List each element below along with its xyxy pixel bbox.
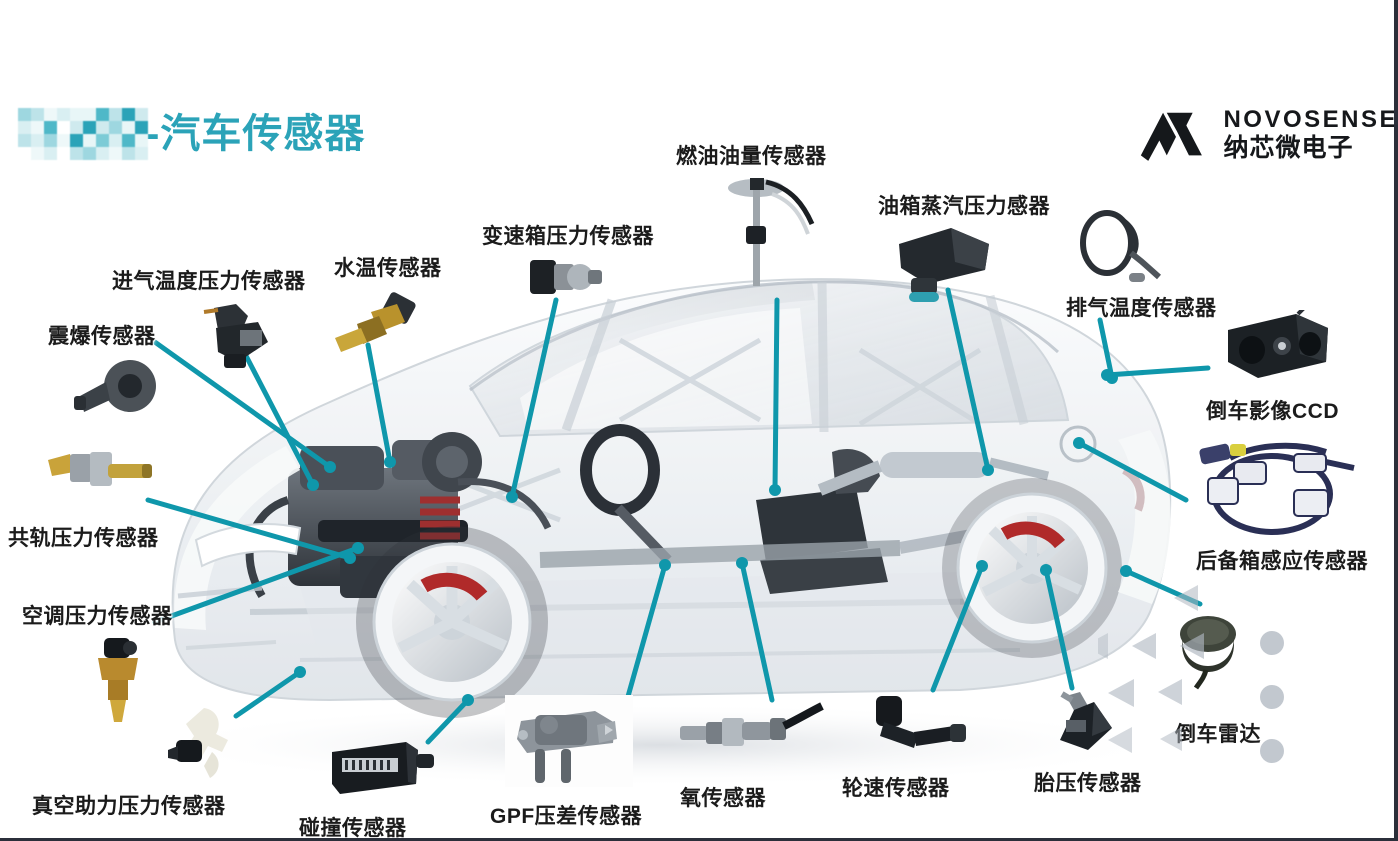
oxygen-sensor-icon (676, 700, 826, 760)
label-gearbox-pressure: 变速箱压力传感器 (482, 225, 654, 248)
intake-air-sensor-icon (196, 300, 284, 370)
rear-wheel (942, 478, 1122, 658)
right-edge-bar (1394, 0, 1398, 841)
label-tpms: 胎压传感器 (1034, 772, 1142, 795)
label-trunk-sensor: 后备箱感应传感器 (1196, 550, 1368, 573)
label-ac-pressure: 空调压力传感器 (22, 605, 173, 628)
fuel-level-sender-icon (726, 172, 822, 290)
label-knock-sensor: 震爆传感器 (48, 325, 156, 348)
coolant-temp-sensor-icon (327, 290, 419, 356)
label-vacuum-booster: 真空助力压力传感器 (32, 795, 226, 818)
label-crash-sensor: 碰撞传感器 (299, 817, 407, 840)
label-reversing-radar: 倒车雷达 (1175, 723, 1261, 746)
label-coolant-temp-sensor: 水温传感器 (334, 257, 442, 280)
crash-sensor-icon (330, 740, 438, 798)
label-common-rail-pressure: 共轨压力传感器 (8, 527, 159, 550)
label-gpf-diff-pressure: GPF压差传感器 (490, 805, 643, 828)
reverse-camera-ccd-icon (1222, 310, 1334, 384)
tpms-sensor-icon (1032, 690, 1118, 764)
label-fuel-level: 燃油油量传感器 (676, 145, 827, 168)
gearbox-pressure-sensor-icon (528, 250, 604, 310)
gpf-differential-sensor-icon (505, 695, 633, 795)
label-intake-air-sensor: 进气温度压力传感器 (112, 270, 306, 293)
label-oxygen-sensor: 氧传感器 (680, 787, 766, 810)
novosense-n-mark-icon (1141, 112, 1203, 161)
redacted-title-mosaic (18, 108, 148, 160)
evap-pressure-sensor-icon (893, 222, 1003, 306)
label-exhaust-temp: 排气温度传感器 (1066, 297, 1217, 320)
front-wheel (356, 526, 548, 718)
decorative-triangle-pattern (1098, 585, 1284, 763)
vacuum-booster-sensor-icon (160, 706, 270, 790)
page-title-text: -汽车传感器 (146, 112, 366, 156)
label-evap-pressure: 油箱蒸汽压力感器 (878, 195, 1050, 218)
label-reverse-camera: 倒车影像CCD (1206, 400, 1339, 423)
wheel-speed-sensor-icon (862, 694, 968, 760)
knock-sensor-icon (72, 356, 164, 418)
page-title: -汽车传感器 (18, 104, 365, 164)
brand-logo: NOVOSENSE 纳芯微电子 (1139, 108, 1398, 161)
ac-pressure-sensor-icon (82, 636, 158, 724)
exhaust-temp-sensor-icon (1073, 205, 1169, 293)
logo-chinese-text: 纳芯微电子 (1223, 134, 1354, 162)
logo-english-text: NOVOSENSE (1223, 106, 1398, 133)
label-wheel-speed: 轮速传感器 (842, 777, 950, 800)
common-rail-sensor-icon (44, 446, 154, 504)
trunk-wire-harness-icon (1186, 432, 1366, 544)
bottom-edge-bar (0, 838, 1398, 841)
